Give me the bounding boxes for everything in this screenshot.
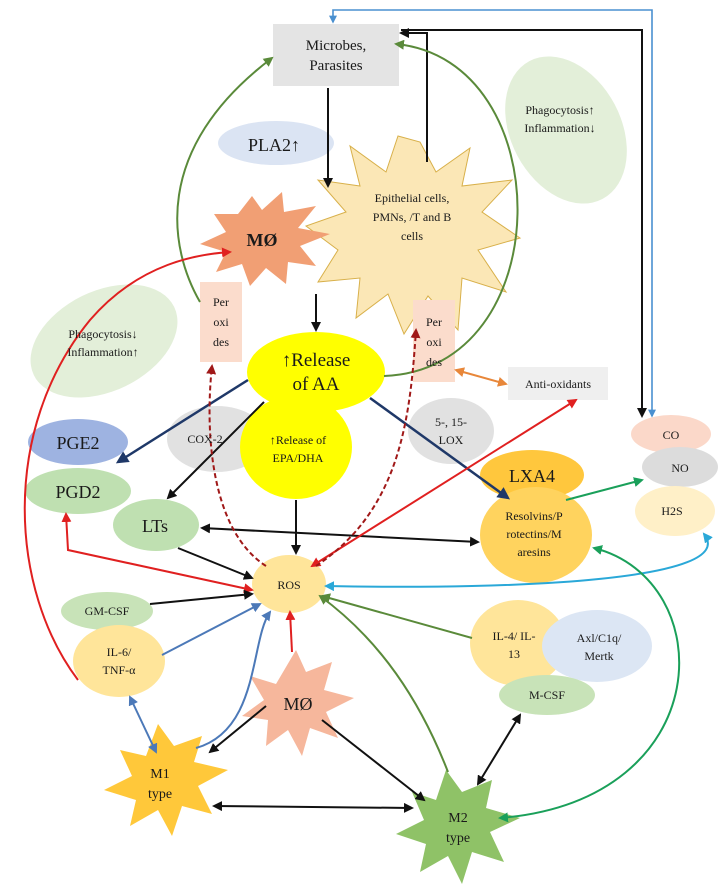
arrow-il4-ros (320, 593, 473, 639)
mo-top-label: MØ (247, 230, 278, 250)
ros-ellipse (252, 555, 326, 613)
arrow-perox-antioxidants (454, 367, 508, 387)
mcsf-label: M-CSF (529, 688, 565, 702)
peroxides-left-box (200, 282, 242, 362)
pgd2-label: PGD2 (55, 482, 100, 502)
arrow-mo-ros (285, 610, 296, 653)
arrow-lts-ros (177, 547, 254, 580)
lox-ellipse (408, 398, 494, 464)
axl-ellipse (542, 610, 652, 682)
arrow-aa-pge2 (115, 378, 249, 464)
gmcsf-ellipse (61, 592, 153, 630)
pla2-label: PLA2↑ (248, 135, 300, 155)
gmcsf-label: GM-CSF (85, 604, 130, 618)
arrow-gmcsf-ros (149, 589, 254, 605)
microbes-label: Microbes,Parasites (306, 38, 366, 74)
arrow-co-microbes (329, 9, 656, 418)
arrow-green-right-loop (383, 39, 519, 377)
arrow-ros-pgd2 (61, 512, 254, 594)
m1-starburst (104, 724, 228, 836)
arrow-ros-perox-left (206, 364, 267, 567)
pge2-label: PGE2 (56, 433, 99, 453)
lox-label: 5-, 15-LOX (435, 415, 467, 447)
arrow-il6-ros (161, 603, 262, 656)
pge2-ellipse (28, 419, 128, 465)
mo-bottom-starburst (242, 650, 354, 756)
arrow-mo-m2 (321, 719, 426, 802)
arrow-aa-lts (166, 401, 265, 500)
m2-starburst (396, 770, 520, 884)
cox2-label: COX-2 (187, 432, 222, 446)
release-aa-ellipse (247, 332, 385, 412)
phago-up-label: Phagocytosis↑Inflammation↓ (524, 103, 595, 135)
arrow-m1-m2 (212, 801, 414, 813)
arrow-resolvins-no (565, 477, 644, 501)
lxa4-label: LXA4 (509, 466, 555, 486)
co-ellipse (631, 415, 711, 453)
h2s-label: H2S (661, 504, 682, 518)
arrow-mo-m1 (208, 705, 267, 754)
arrow-m1-ros (195, 610, 272, 749)
h2s-ellipse (635, 486, 715, 536)
il6-ellipse (73, 625, 165, 697)
pgd2-ellipse (25, 468, 131, 514)
pla2-ellipse (218, 121, 334, 165)
lts-label: LTs (142, 516, 168, 536)
microbes-box (273, 24, 399, 86)
arrow-green-left-loop (176, 56, 274, 303)
no-ellipse (642, 447, 718, 487)
co-label: CO (663, 428, 680, 442)
arrow-mcsf-m2 (476, 713, 522, 786)
arrow-il6-m1 (128, 695, 158, 754)
ros-label: ROS (277, 578, 300, 592)
il4-label: IL-4/ IL-13 (493, 629, 536, 661)
no-label: NO (671, 461, 689, 475)
arrow-il6-mo (23, 247, 232, 681)
anti-oxidants-label: Anti-oxidants (525, 377, 591, 391)
mo-bottom-label: MØ (283, 694, 312, 714)
axl-label: Axl/C1q/Mertk (577, 631, 622, 663)
phago-down-ellipse (30, 284, 178, 398)
arrow-m2-ros (318, 594, 449, 773)
il6-label: IL-6/TNF-α (103, 645, 137, 677)
arrow-m2-resolvins (498, 545, 681, 823)
phago-down-label: Phagocytosis↓Inflammation↑ (67, 327, 138, 359)
mo-top-starburst (200, 192, 330, 286)
arrow-lts-resolvins (200, 523, 480, 547)
